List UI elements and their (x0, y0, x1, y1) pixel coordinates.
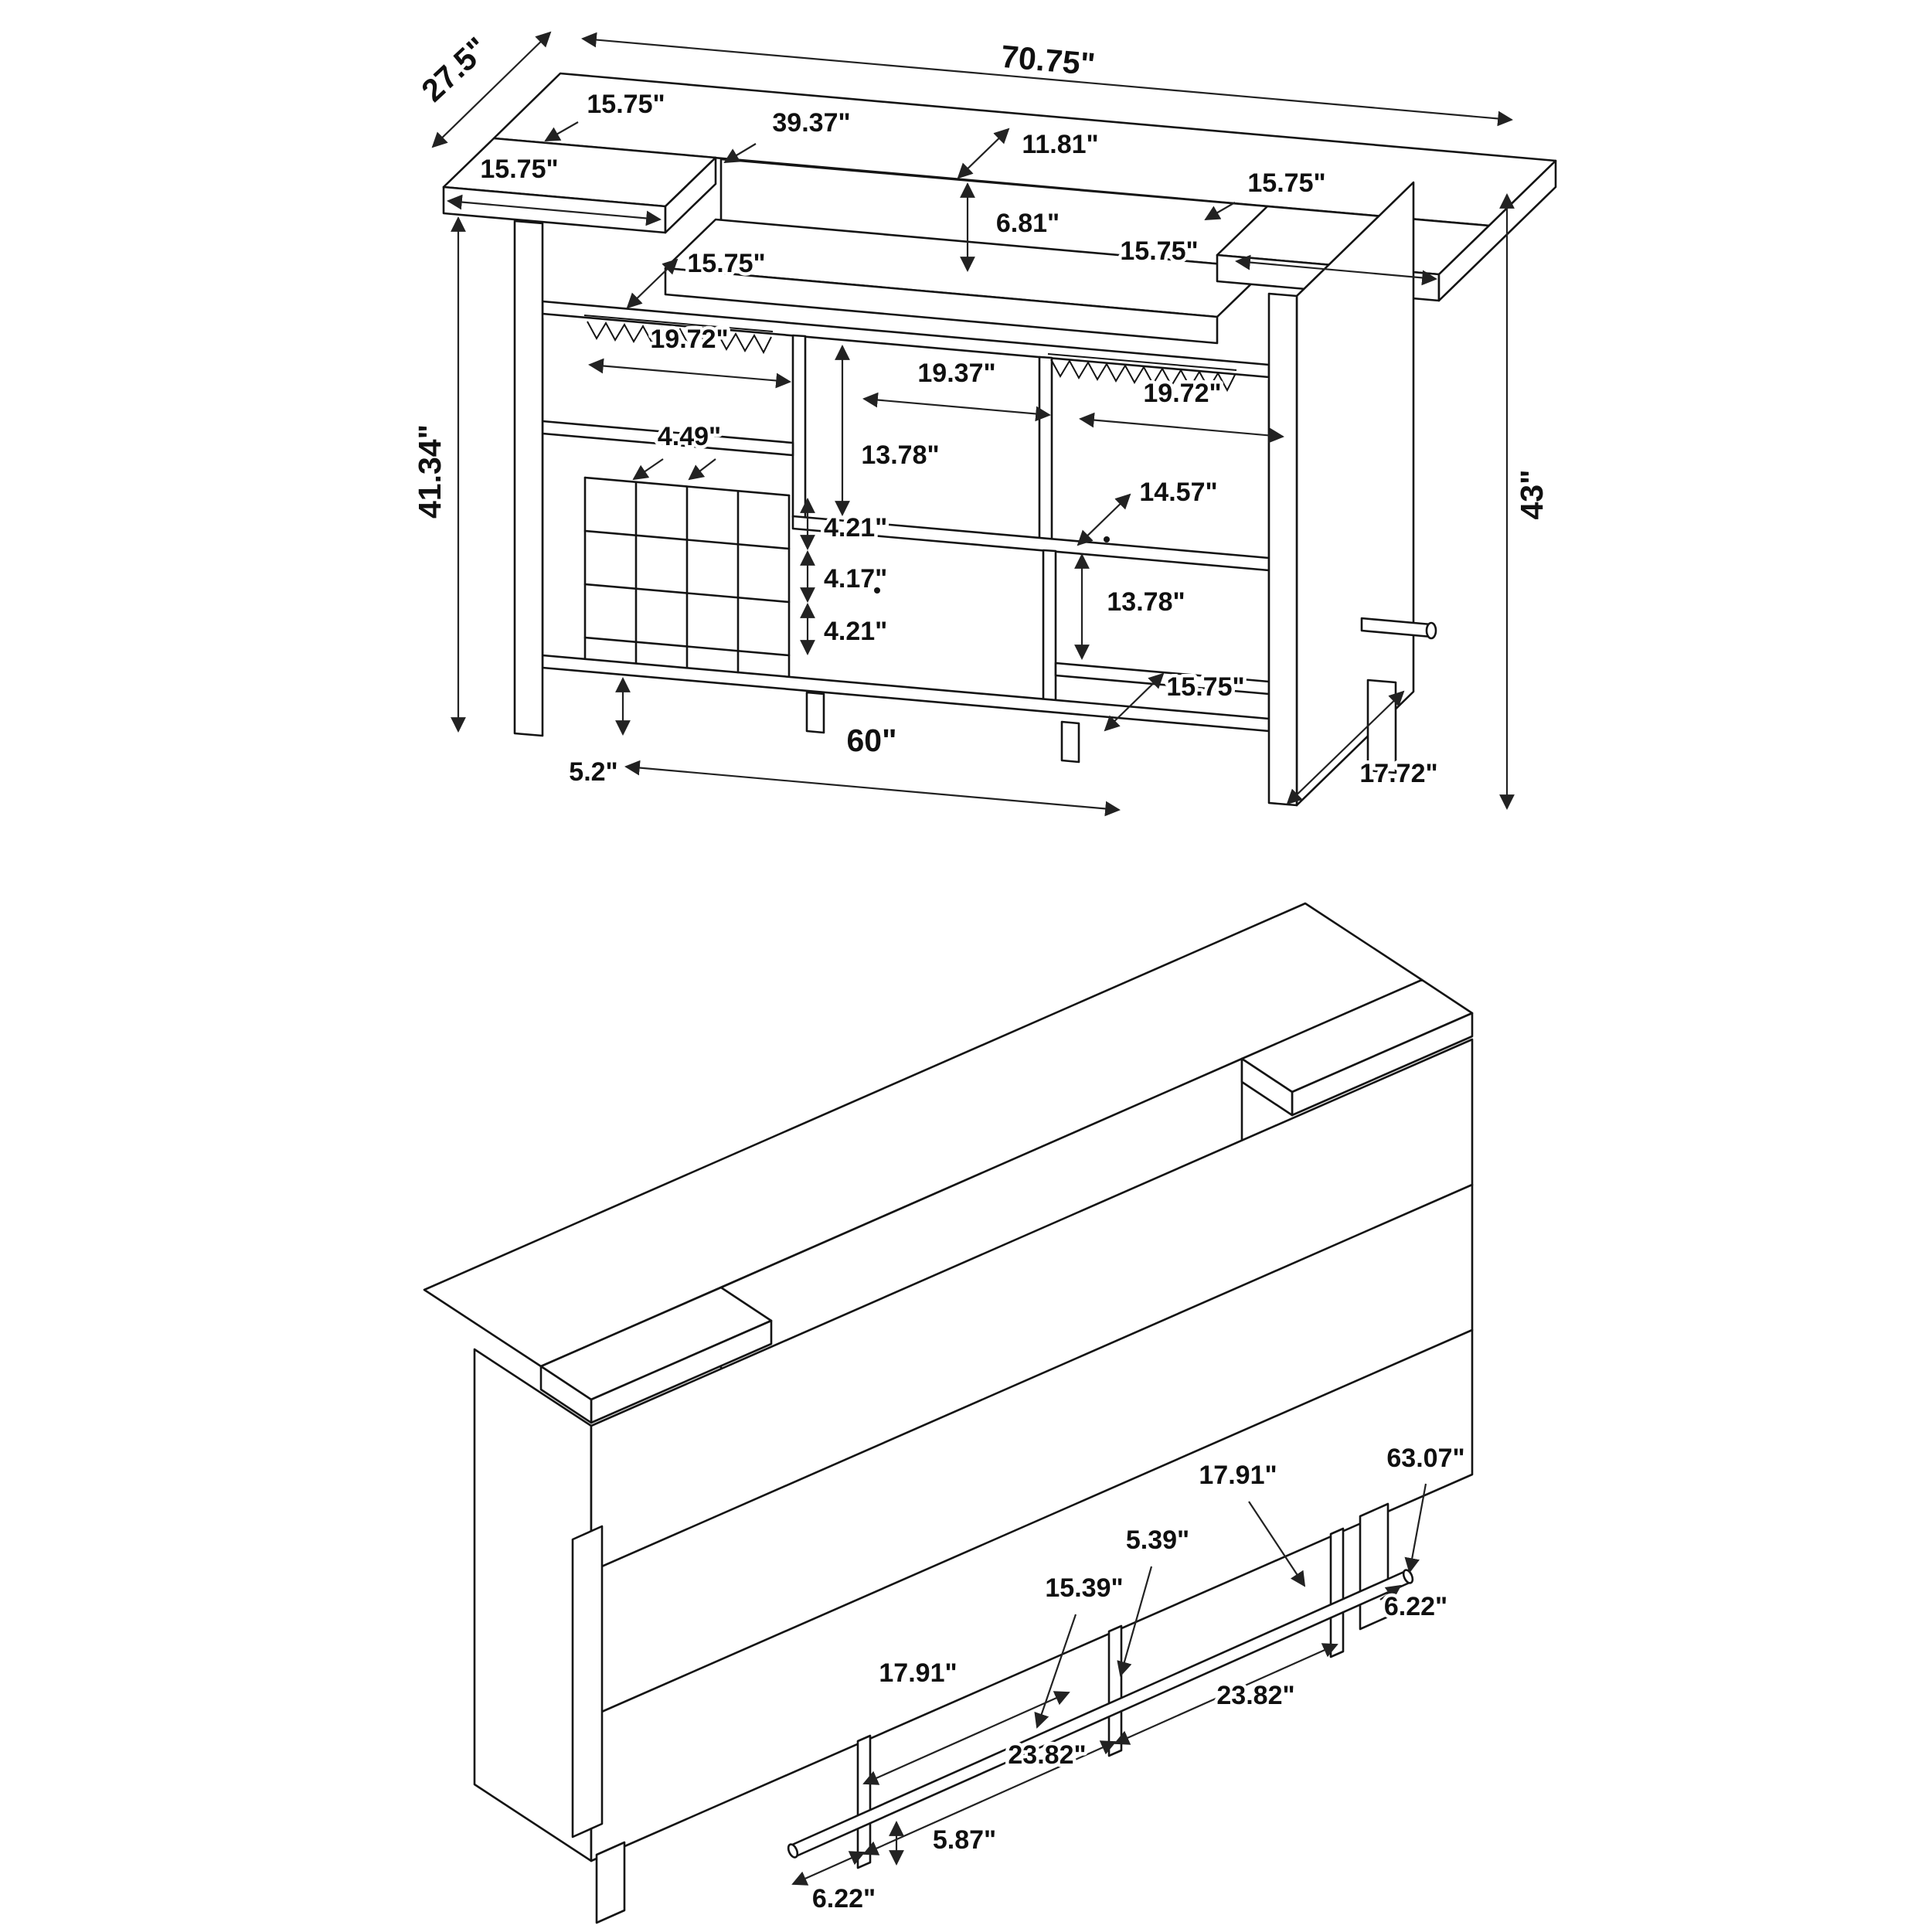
dim-top-center-depth: 11.81" (1022, 130, 1098, 159)
dim-overall-depth: 27.5" (414, 30, 495, 108)
dim-top-center-width: 39.37" (772, 108, 850, 138)
dim-pad-left-width: 15.75" (480, 155, 558, 184)
iso-legs (571, 1502, 1389, 1924)
dim-rail-support-height: 5.87" (933, 1825, 996, 1855)
dim-cubby-center-width: 19.37" (917, 359, 995, 388)
dim-top-drop: 6.81" (996, 209, 1060, 238)
iso-view-dimensions: 63.07" 17.91" 5.39" 15.39" 6.22" 23.82" … (791, 1440, 1468, 1917)
dim-compartment-right-height: 13.78" (1107, 587, 1185, 617)
dim-base-width: 60" (846, 723, 896, 758)
dim-rail-overhang-right: 6.22" (1384, 1592, 1447, 1621)
dim-rail-spacing-mid: 15.39" (1045, 1573, 1123, 1603)
dim-interior-height: 41.34" (412, 424, 447, 519)
dim-shelf-right-depth: 14.57" (1139, 478, 1217, 507)
dim-wine-row-bottom: 4.21" (824, 617, 887, 646)
dim-base-depth: 17.72" (1359, 759, 1437, 788)
dim-pad-right-callout: 15.75" (1247, 168, 1325, 198)
iso-carcass (473, 1038, 1474, 1862)
carcass (530, 181, 1415, 807)
dim-rail-span-left: 23.82" (1008, 1740, 1086, 1770)
dim-shelf-bottom-right-width: 15.75" (1166, 672, 1244, 702)
dim-pad-left-callout: 15.75" (587, 90, 665, 119)
dim-overall-height: 43" (1514, 469, 1549, 519)
dim-bottom-clearance: 5.2" (569, 757, 617, 787)
dim-rail-spacing-left: 17.91" (879, 1658, 957, 1688)
dim-rail-spacing-small: 5.39" (1126, 1526, 1189, 1555)
front-elevation-view: 70.75" 27.5" 43" 41.34" 15.75" 39.37" 11… (409, 27, 1557, 817)
dim-cubby-center-height: 13.78" (861, 440, 939, 470)
dim-under-counter-shelf-depth: 15.75" (687, 249, 765, 278)
stemware-racks (583, 315, 1237, 393)
side-footrest-peg (1360, 617, 1437, 640)
wine-rack (583, 476, 791, 678)
dim-rail-span-right: 23.82" (1216, 1681, 1294, 1710)
dim-rail-length: 63.07" (1386, 1444, 1464, 1473)
dim-rail-spacing-right: 17.91" (1199, 1461, 1277, 1490)
dim-pad-right-width: 15.75" (1120, 236, 1198, 266)
dim-wine-row-top: 4.21" (824, 513, 887, 543)
dim-wine-slot-width: 4.49" (658, 422, 721, 451)
isometric-view: 63.07" 17.91" 5.39" 15.39" 6.22" 23.82" … (423, 902, 1474, 1924)
dim-cubby-left-width: 19.72" (650, 325, 728, 354)
dim-wine-row-mid: 4.17" (824, 564, 887, 594)
dim-cubby-right-width: 19.72" (1143, 379, 1221, 408)
dim-rail-overhang-left: 6.22" (812, 1884, 876, 1913)
